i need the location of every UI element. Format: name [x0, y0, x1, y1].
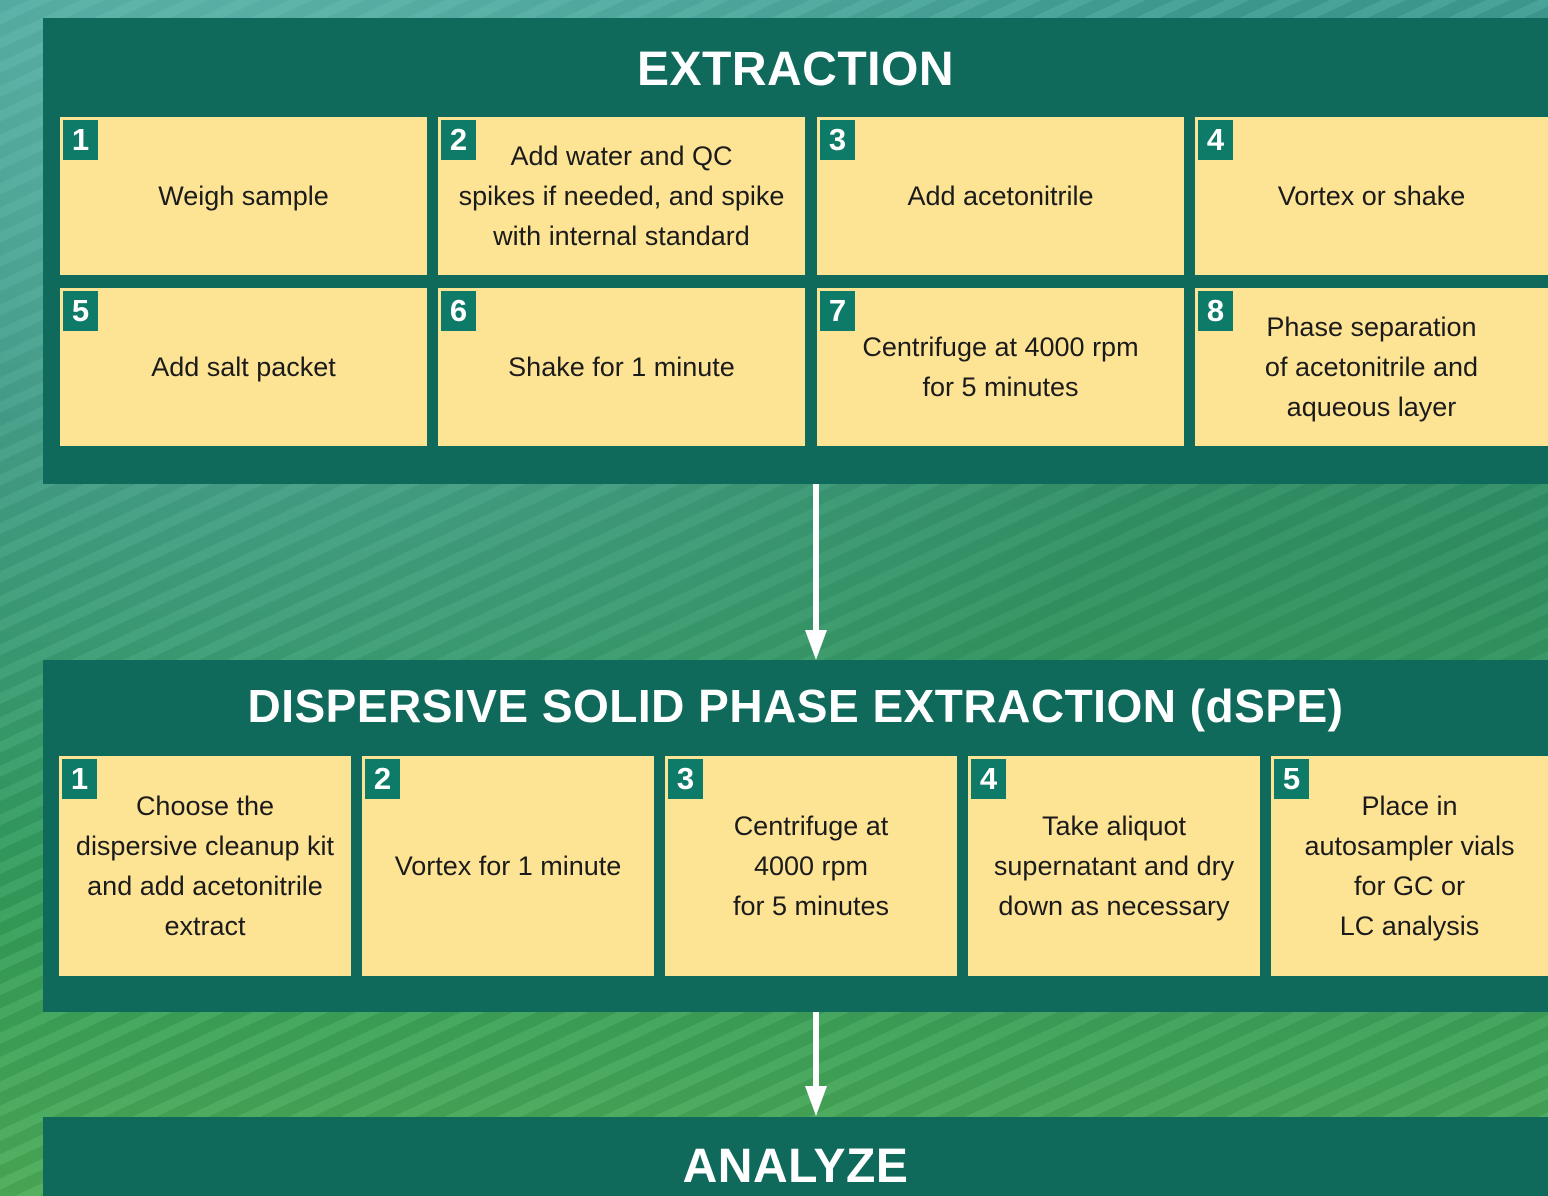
step-number-badge: 4 [1198, 120, 1233, 160]
extraction-step-7: 7 Centrifuge at 4000 rpm for 5 minutes [817, 288, 1184, 446]
step-text: Take aliquot supernatant and dry down as… [993, 811, 1235, 921]
step-text: Centrifuge at 4000 rpm for 5 minutes [862, 332, 1139, 402]
step-text: Add acetonitrile [907, 181, 1094, 211]
down-arrow-icon [805, 484, 827, 660]
dspe-step-4: 4 Take aliquot supernatant and dry down … [968, 756, 1260, 976]
extraction-step-4: 4 Vortex or shake [1195, 117, 1548, 275]
analyze-panel: ANALYZE [43, 1117, 1548, 1196]
step-number-badge: 1 [62, 759, 97, 799]
step-text: Choose the dispersive cleanup kit and ad… [75, 791, 335, 941]
dspe-step-1: 1 Choose the dispersive cleanup kit and … [59, 756, 351, 976]
step-number-badge: 5 [63, 291, 98, 331]
step-number-badge: 7 [820, 291, 855, 331]
analyze-title: ANALYZE [682, 1140, 909, 1193]
extraction-panel: EXTRACTION 1 Weigh sample 2 Add water an… [43, 18, 1548, 484]
step-number-badge: 1 [63, 120, 98, 160]
extraction-step-8: 8 Phase separation of acetonitrile and a… [1195, 288, 1548, 446]
step-number-badge: 5 [1274, 759, 1309, 799]
step-text: Phase separation of acetonitrile and aqu… [1264, 312, 1479, 422]
dspe-step-3: 3 Centrifuge at 4000 rpm for 5 minutes [665, 756, 957, 976]
extraction-step-3: 3 Add acetonitrile [817, 117, 1184, 275]
dspe-step-2: 2 Vortex for 1 minute [362, 756, 654, 976]
step-number-badge: 2 [441, 120, 476, 160]
extraction-step-1: 1 Weigh sample [60, 117, 427, 275]
extraction-step-2: 2 Add water and QC spikes if needed, and… [438, 117, 805, 275]
step-text: Add water and QC spikes if needed, and s… [458, 141, 785, 251]
dspe-panel: DISPERSIVE SOLID PHASE EXTRACTION (dSPE)… [43, 660, 1548, 1012]
step-number-badge: 3 [668, 759, 703, 799]
step-text: Vortex or shake [1277, 181, 1466, 211]
down-arrow-icon [805, 1012, 827, 1116]
step-text: Weigh sample [158, 181, 329, 211]
dspe-step-5: 5 Place in autosampler vials for GC or L… [1271, 756, 1548, 976]
extraction-step-5: 5 Add salt packet [60, 288, 427, 446]
step-number-badge: 8 [1198, 291, 1233, 331]
extraction-step-6: 6 Shake for 1 minute [438, 288, 805, 446]
step-number-badge: 6 [441, 291, 476, 331]
step-text: Vortex for 1 minute [394, 851, 622, 881]
step-number-badge: 2 [365, 759, 400, 799]
step-text: Place in autosampler vials for GC or LC … [1304, 791, 1515, 941]
dspe-title: DISPERSIVE SOLID PHASE EXTRACTION (dSPE) [247, 680, 1344, 732]
step-text: Centrifuge at 4000 rpm for 5 minutes [732, 811, 890, 921]
extraction-title: EXTRACTION [637, 43, 954, 96]
step-text: Add salt packet [151, 352, 336, 382]
step-text: Shake for 1 minute [508, 352, 735, 382]
step-number-badge: 4 [971, 759, 1006, 799]
step-number-badge: 3 [820, 120, 855, 160]
